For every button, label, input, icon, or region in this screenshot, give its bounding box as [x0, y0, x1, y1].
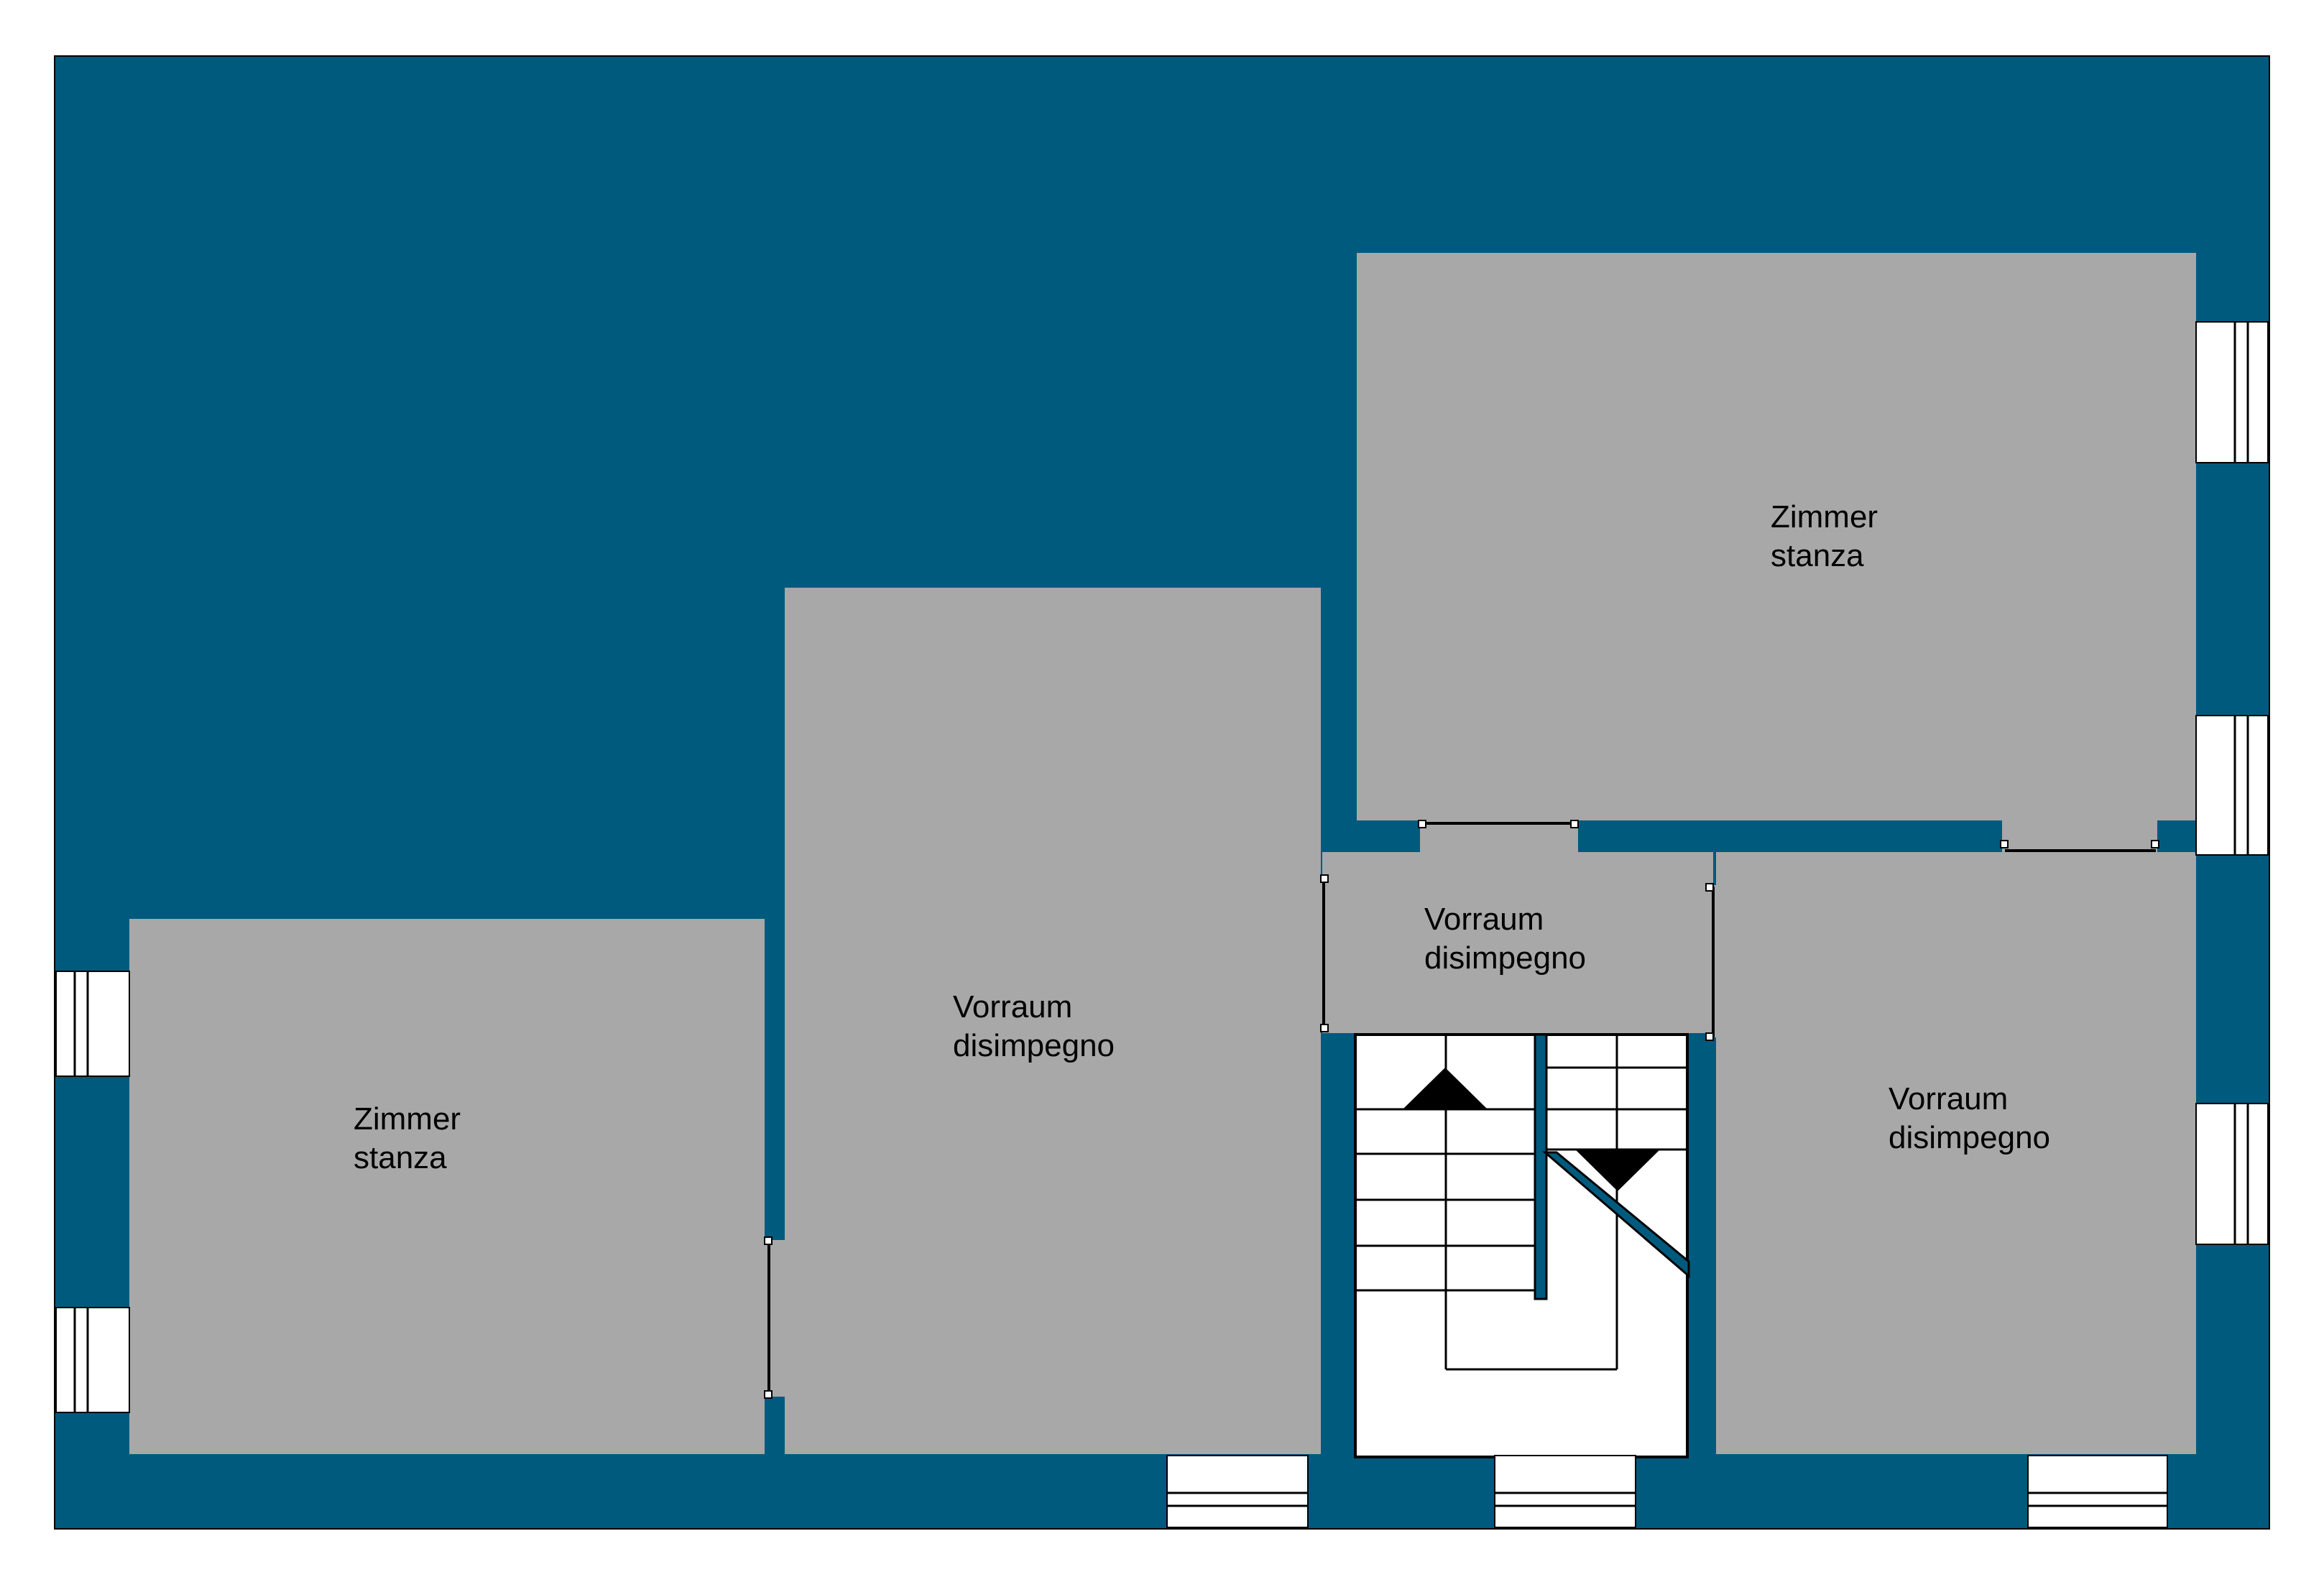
- room-zimmer-left[interactable]: [129, 919, 765, 1454]
- arrow-down-icon: [1575, 1150, 1660, 1191]
- room-label-line2: disimpegno: [953, 1028, 1115, 1063]
- window-right-2: [2195, 715, 2269, 856]
- room-label-line2: disimpegno: [1424, 940, 1586, 976]
- arrow-up-icon: [1403, 1068, 1488, 1109]
- window-left-2: [55, 1307, 130, 1413]
- door-right-rooms[interactable]: [2000, 819, 2159, 854]
- door-left-center[interactable]: [763, 1236, 786, 1399]
- room-label-vorraum-right: Vorraum disimpegno: [1889, 1081, 2050, 1155]
- room-label-zimmer-left: Zimmer stanza: [354, 1101, 469, 1175]
- window-right-3: [2195, 1103, 2269, 1245]
- room-label-vorraum-center: Vorraum disimpegno: [953, 989, 1115, 1063]
- doors: [763, 819, 2159, 1399]
- room-label-line1: Vorraum: [953, 989, 1072, 1024]
- door-landing-top[interactable]: [1418, 819, 1579, 854]
- door-landing-right[interactable]: [1705, 883, 1717, 1041]
- window-bottom-2: [1494, 1455, 1636, 1528]
- room-label-line2: disimpegno: [1889, 1120, 2050, 1155]
- room-vorraum-center[interactable]: [785, 588, 1321, 1454]
- room-label-line1: Zimmer: [1771, 499, 1878, 535]
- room-label-line1: Vorraum: [1889, 1081, 2008, 1116]
- window-right-1: [2195, 321, 2269, 463]
- windows: [55, 321, 2269, 1528]
- room-label-line1: Vorraum: [1424, 902, 1544, 937]
- window-bottom-1: [1166, 1455, 1309, 1528]
- room-label-vorraum-landing: Vorraum disimpegno: [1424, 902, 1586, 976]
- door-landing-left[interactable]: [1319, 874, 1329, 1032]
- room-label-line1: Zimmer: [354, 1101, 461, 1137]
- staircase: [1354, 1033, 1690, 1458]
- room-vorraum-right[interactable]: [1716, 852, 2196, 1454]
- room-label-zimmer-top-right: Zimmer stanza: [1771, 499, 1886, 573]
- window-bottom-3: [2027, 1455, 2168, 1528]
- room-label-line2: stanza: [354, 1140, 447, 1175]
- window-left-1: [55, 971, 130, 1077]
- room-vorraum-landing[interactable]: [1322, 852, 1713, 1033]
- room-zimmer-top-right[interactable]: [1357, 253, 2196, 820]
- room-label-line2: stanza: [1771, 538, 1864, 573]
